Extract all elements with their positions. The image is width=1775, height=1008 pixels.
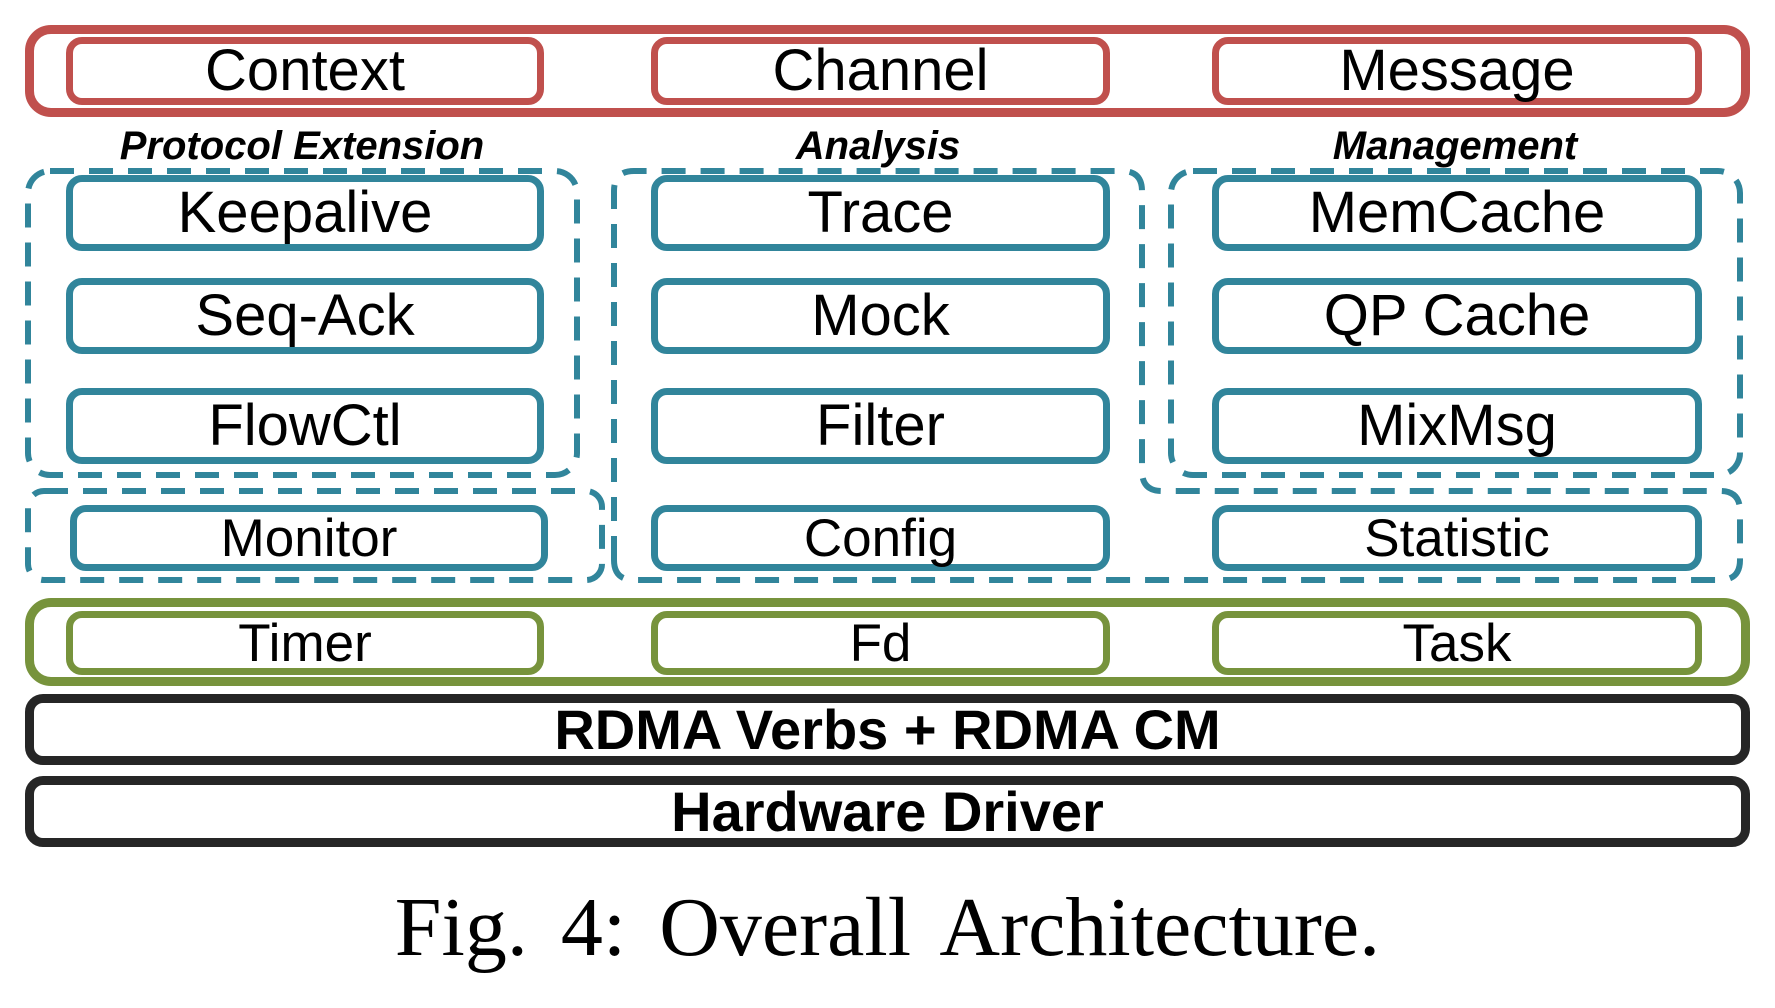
module-box-memcache: MemCache (1212, 175, 1702, 251)
stack-box-rdma-verbs: RDMA Verbs + RDMA CM (25, 694, 1750, 765)
module-box-mixmsg: MixMsg (1212, 388, 1702, 464)
event-box-task: Task (1212, 611, 1702, 675)
event-box-fd: Fd (651, 611, 1110, 675)
pipeline-box-channel: Channel (651, 37, 1110, 105)
management-group-outline (1168, 168, 1743, 478)
module-box-filter: Filter (651, 388, 1110, 464)
group-label-protocol-extension: Protocol Extension (119, 124, 485, 168)
figure-caption: Fig. 4: Overall Architecture. (394, 881, 1381, 974)
module-box-config: Config (651, 505, 1110, 571)
module-box-trace: Trace (651, 175, 1110, 251)
monitor-row-outline (25, 488, 605, 583)
module-box-seq-ack: Seq-Ack (66, 278, 544, 354)
group-label-analysis: Analysis (795, 124, 961, 168)
stack-box-hardware-driver: Hardware Driver (25, 776, 1750, 847)
analysis-group-outline (611, 168, 1743, 583)
module-box-keepalive: Keepalive (66, 175, 544, 251)
group-label-management: Management (1332, 124, 1578, 168)
protocol-extension-group-outline (25, 168, 580, 478)
pipeline-box-context: Context (66, 37, 544, 105)
module-box-flowctl: FlowCtl (66, 388, 544, 464)
module-box-monitor: Monitor (70, 505, 548, 571)
module-box-qp-cache: QP Cache (1212, 278, 1702, 354)
module-box-mock: Mock (651, 278, 1110, 354)
module-box-statistic: Statistic (1212, 505, 1702, 571)
pipeline-box-message: Message (1212, 37, 1702, 105)
event-box-timer: Timer (66, 611, 544, 675)
